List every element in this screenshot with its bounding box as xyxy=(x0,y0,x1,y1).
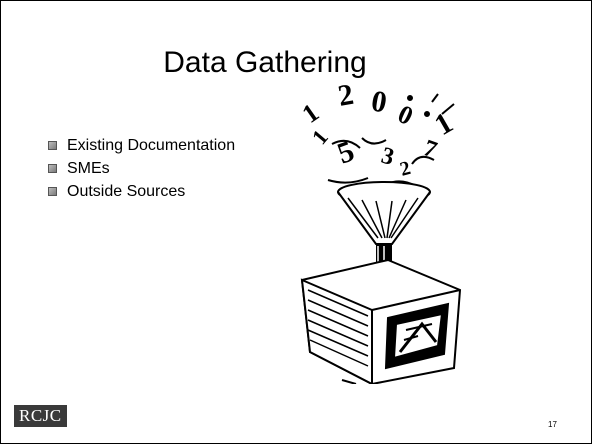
digit: 5 xyxy=(333,134,358,170)
digit: 3 xyxy=(378,143,396,171)
bullet-item: Outside Sources xyxy=(48,180,235,203)
digit: 7 xyxy=(420,135,440,164)
digit: 0 xyxy=(393,99,417,131)
data-funnel-computer-icon: 1 2 0 0 1 7 5 1 3 2 xyxy=(297,84,462,384)
slide-title: Data Gathering xyxy=(163,46,367,79)
bullet-text: Outside Sources xyxy=(67,182,186,200)
digit: 2 xyxy=(335,84,356,113)
monitor-base xyxy=(341,379,357,384)
digit: 2 xyxy=(398,157,413,181)
funnel xyxy=(337,181,431,272)
digit: 0 xyxy=(369,84,390,119)
bullet-square-icon xyxy=(48,141,57,150)
bullet-square-icon xyxy=(48,187,57,196)
digit: 1 xyxy=(307,125,333,149)
page-number: 17 xyxy=(548,420,557,429)
bullet-square-icon xyxy=(48,164,57,173)
digit: 1 xyxy=(297,98,324,129)
bullet-item: Existing Documentation xyxy=(48,134,235,157)
bullet-text: Existing Documentation xyxy=(67,136,236,154)
bullet-item: SMEs xyxy=(48,157,235,180)
bullet-list: Existing Documentation SMEs Outside Sour… xyxy=(48,134,235,203)
bullet-text: SMEs xyxy=(67,159,110,177)
rcjc-logo: RCJC xyxy=(14,405,67,427)
computer-monitor xyxy=(300,258,462,384)
